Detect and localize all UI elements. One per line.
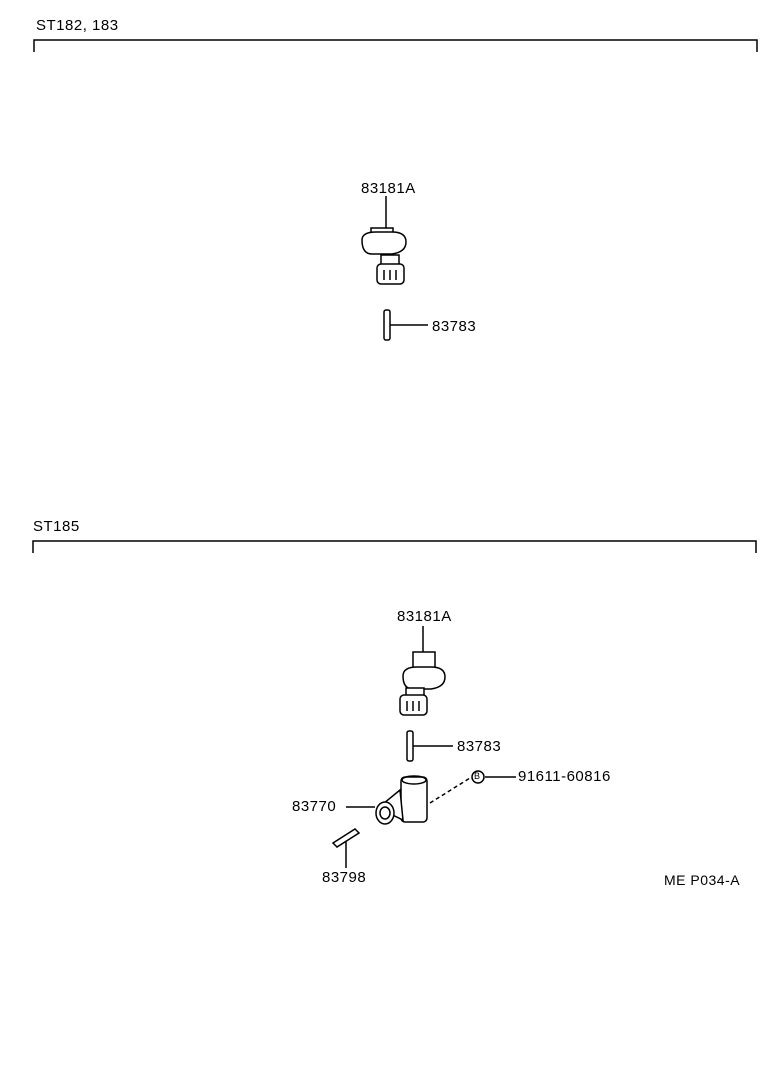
adapter-83770-drawing bbox=[346, 770, 516, 825]
part-label: 83770 bbox=[292, 798, 337, 815]
part-label: 83798 bbox=[322, 869, 367, 886]
section-1-bracket bbox=[33, 39, 758, 52]
part-label: 91611-60816 bbox=[518, 768, 611, 785]
clip-83783-drawing bbox=[383, 309, 428, 341]
part-label: 83783 bbox=[432, 318, 477, 335]
pin-83798-drawing bbox=[331, 828, 361, 868]
marker-b: B bbox=[474, 771, 481, 781]
part-label: 83181A bbox=[361, 180, 416, 197]
part-label: 83783 bbox=[457, 738, 502, 755]
section-2-bracket bbox=[32, 540, 757, 553]
sensor-83181a-drawing-2 bbox=[399, 626, 446, 716]
figure-code: ME P034-A bbox=[664, 872, 741, 888]
sensor-83181a-drawing bbox=[361, 196, 407, 285]
clip-83783-drawing-2 bbox=[406, 730, 453, 762]
part-label: 83181A bbox=[397, 608, 452, 625]
section-title: ST185 bbox=[33, 518, 80, 535]
section-title: ST182, 183 bbox=[36, 17, 119, 34]
